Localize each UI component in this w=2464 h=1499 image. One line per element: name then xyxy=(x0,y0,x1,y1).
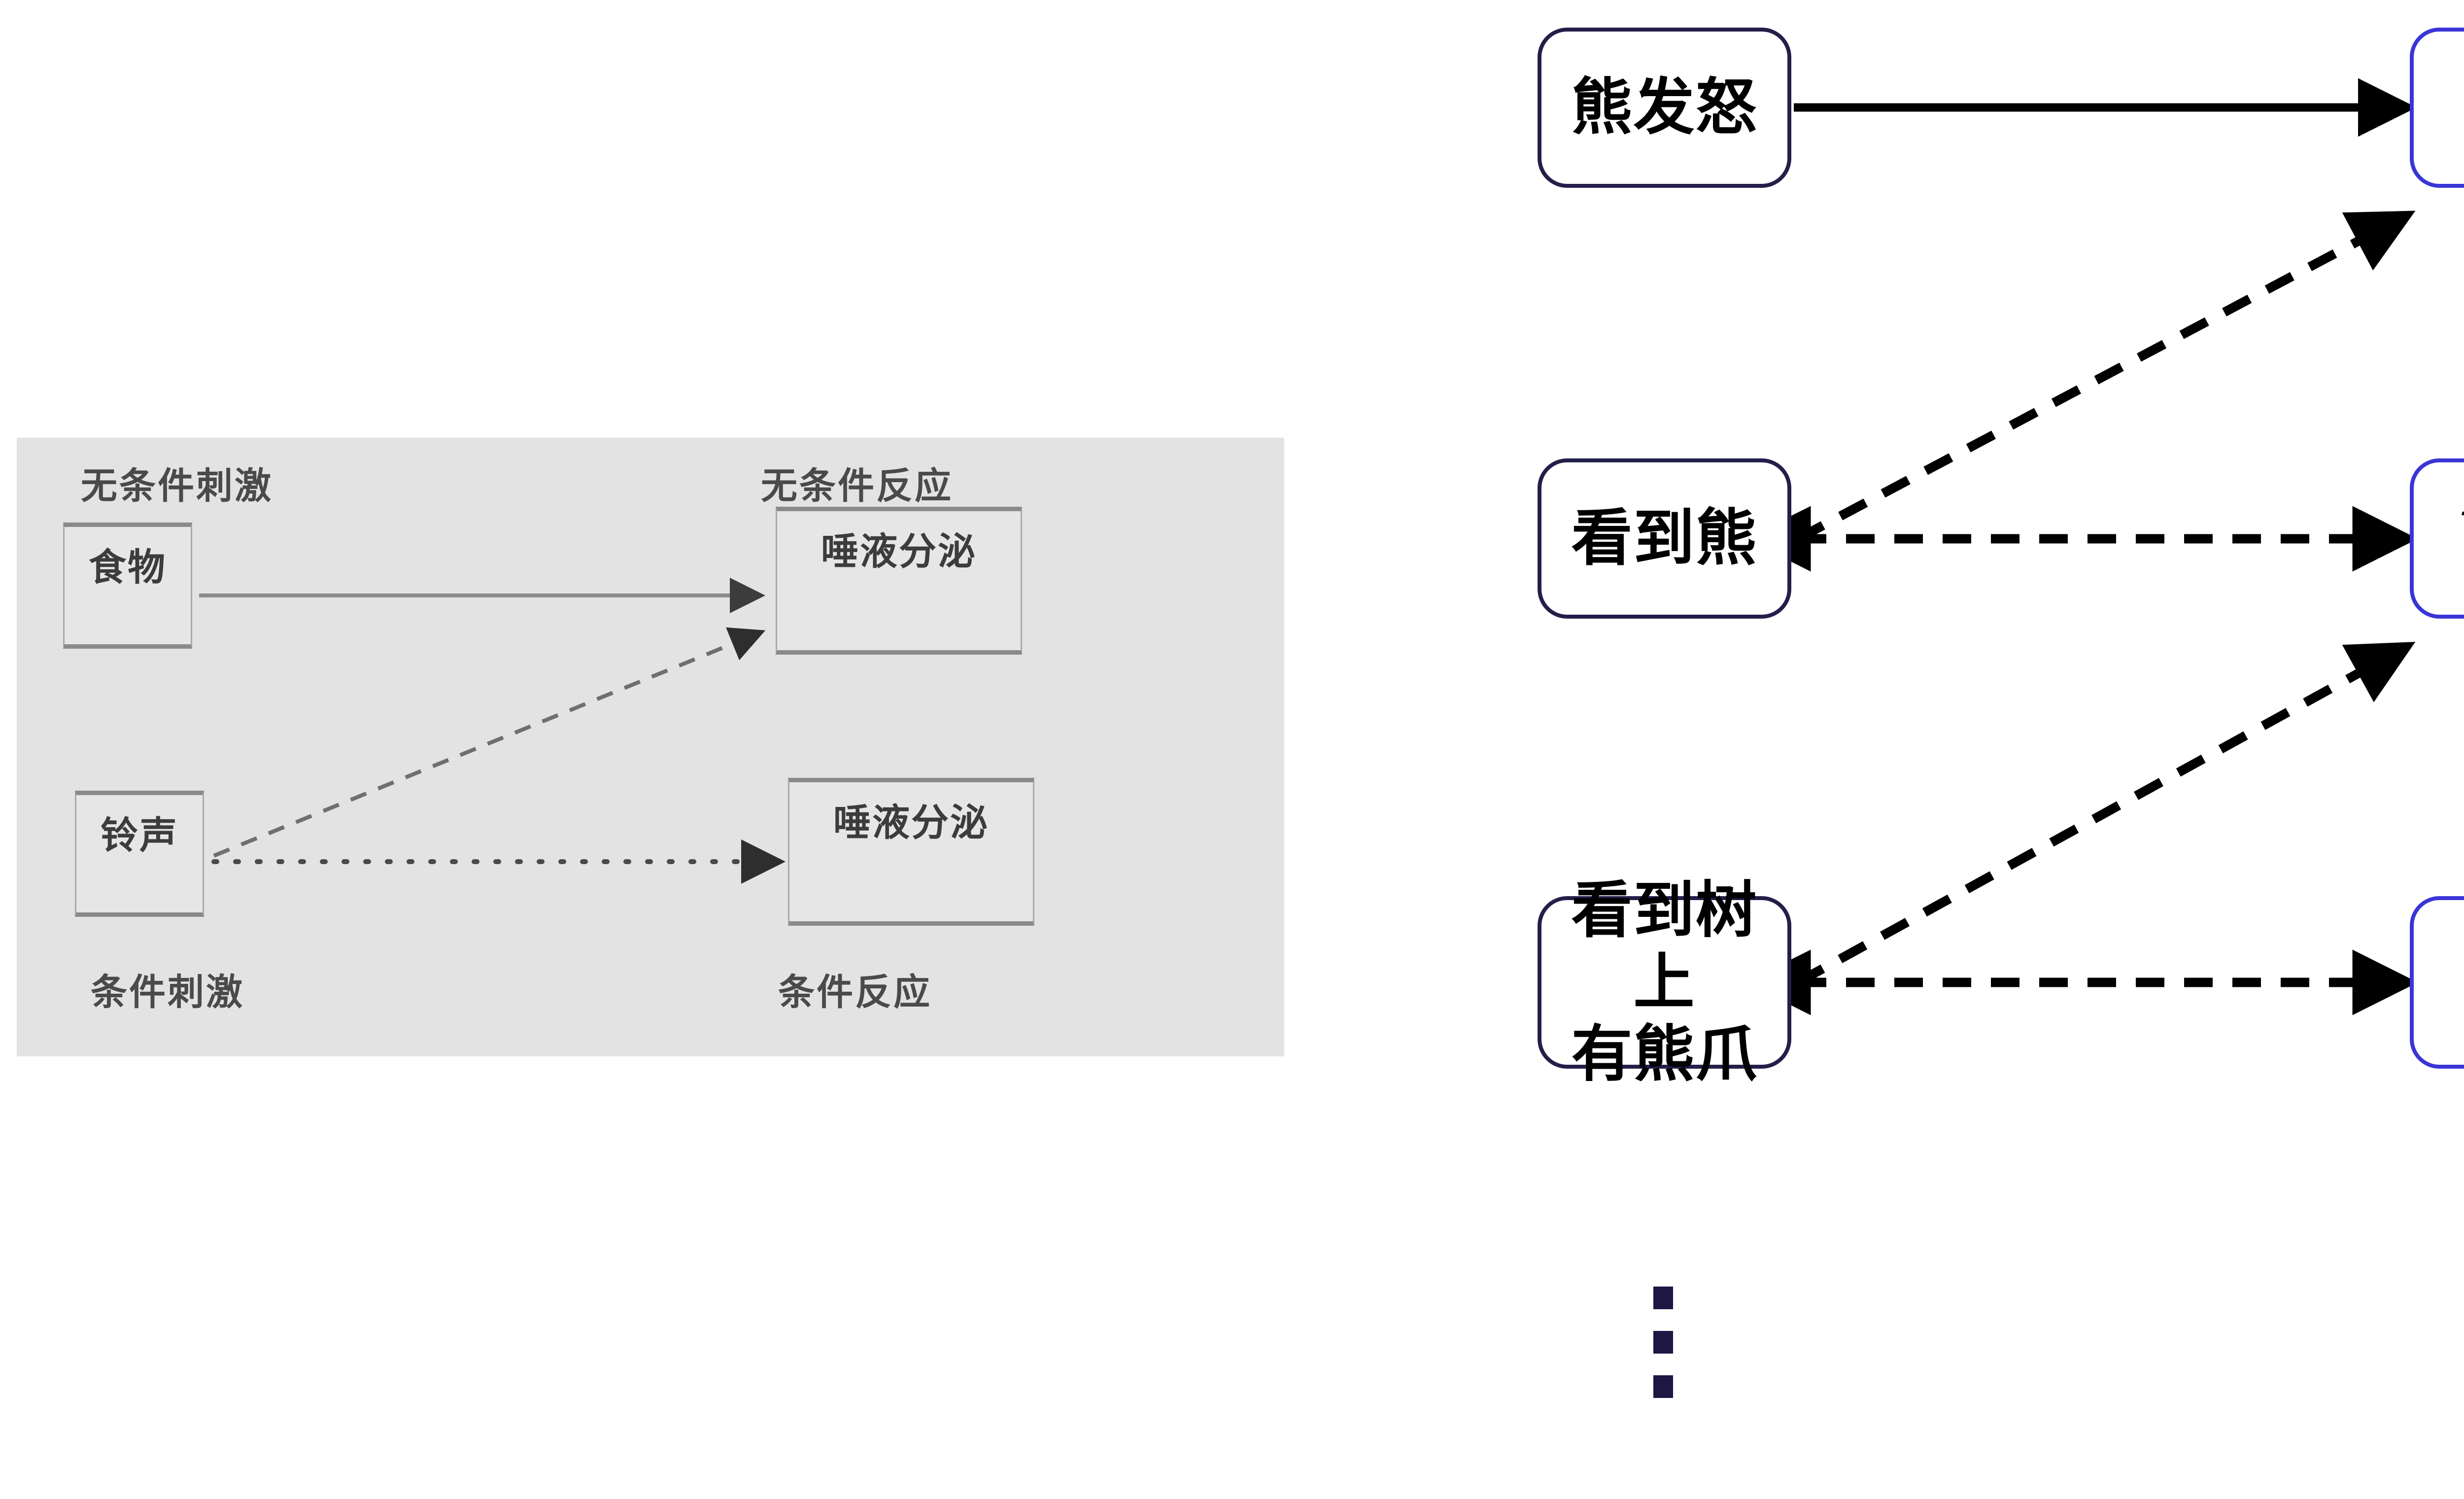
box-food-label: 食物 xyxy=(89,545,167,589)
ellipsis-left-column xyxy=(1653,1287,1673,1398)
arrow-claw-tree-to-vsprime xyxy=(1795,642,2416,987)
rl-diagram-arrows xyxy=(1745,78,2418,1015)
box-salivation-top-label: 唾液分泌 xyxy=(821,529,977,573)
box-salivation-conditioned: 唾液分泌 xyxy=(788,778,1034,926)
ellipsis-dot xyxy=(1653,1375,1673,1398)
box-salivation-unconditioned: 唾液分泌 xyxy=(776,507,1022,655)
box-see-bear-label: 看到熊 xyxy=(1571,503,1758,574)
claw-tree-line-2: 有熊爪 xyxy=(1571,1019,1758,1090)
box-bear-angry[interactable]: 熊发怒 xyxy=(1538,28,1791,188)
box-bell: 铃声 xyxy=(75,791,204,917)
box-bell-label: 铃声 xyxy=(101,813,178,857)
label-unconditioned-stimulus: 无条件刺激 xyxy=(81,465,273,507)
box-salivation-bottom-label: 唾液分泌 xyxy=(833,801,989,844)
claw-tree-line-1: 看到树上 xyxy=(1571,874,1758,1018)
box-bear-angry-label: 熊发怒 xyxy=(1571,72,1758,143)
ellipsis-dot xyxy=(1653,1331,1673,1354)
box-see-bear[interactable]: 看到熊 xyxy=(1538,458,1791,619)
box-food: 食物 xyxy=(63,523,192,649)
box-see-bear-claw-on-tree-label: 看到树上 有熊爪 xyxy=(1541,874,1787,1091)
box-see-bear-claw-on-tree[interactable]: 看到树上 有熊爪 xyxy=(1538,875,1791,1090)
ellipsis-dot xyxy=(1653,1287,1673,1309)
box-reward[interactable]: 奖励 xyxy=(2410,28,2464,188)
arrow-see-bear-to-reward xyxy=(1795,210,2416,543)
box-value-s-prime-label: V(s′) xyxy=(2458,498,2464,579)
classical-conditioning-arrows xyxy=(199,578,786,884)
label-unconditioned-response: 无条件反应 xyxy=(761,465,953,507)
box-value-s[interactable]: V(s) xyxy=(2410,896,2464,1069)
rl-value-diagram-panel: 熊发怒 看到熊 看到树上 有熊爪 奖励 V(s′) V(s) xyxy=(1429,0,2464,1499)
box-value-s-prime[interactable]: V(s′) xyxy=(2410,458,2464,619)
arrow-bell-to-salivation-top xyxy=(213,627,766,858)
label-conditioned-stimulus: 条件刺激 xyxy=(91,971,244,1013)
classical-conditioning-panel: 无条件刺激 无条件反应 条件刺激 条件反应 食物 铃声 唾液分泌 唾液分泌 xyxy=(17,438,1284,1056)
label-conditioned-response: 条件反应 xyxy=(778,971,932,1013)
